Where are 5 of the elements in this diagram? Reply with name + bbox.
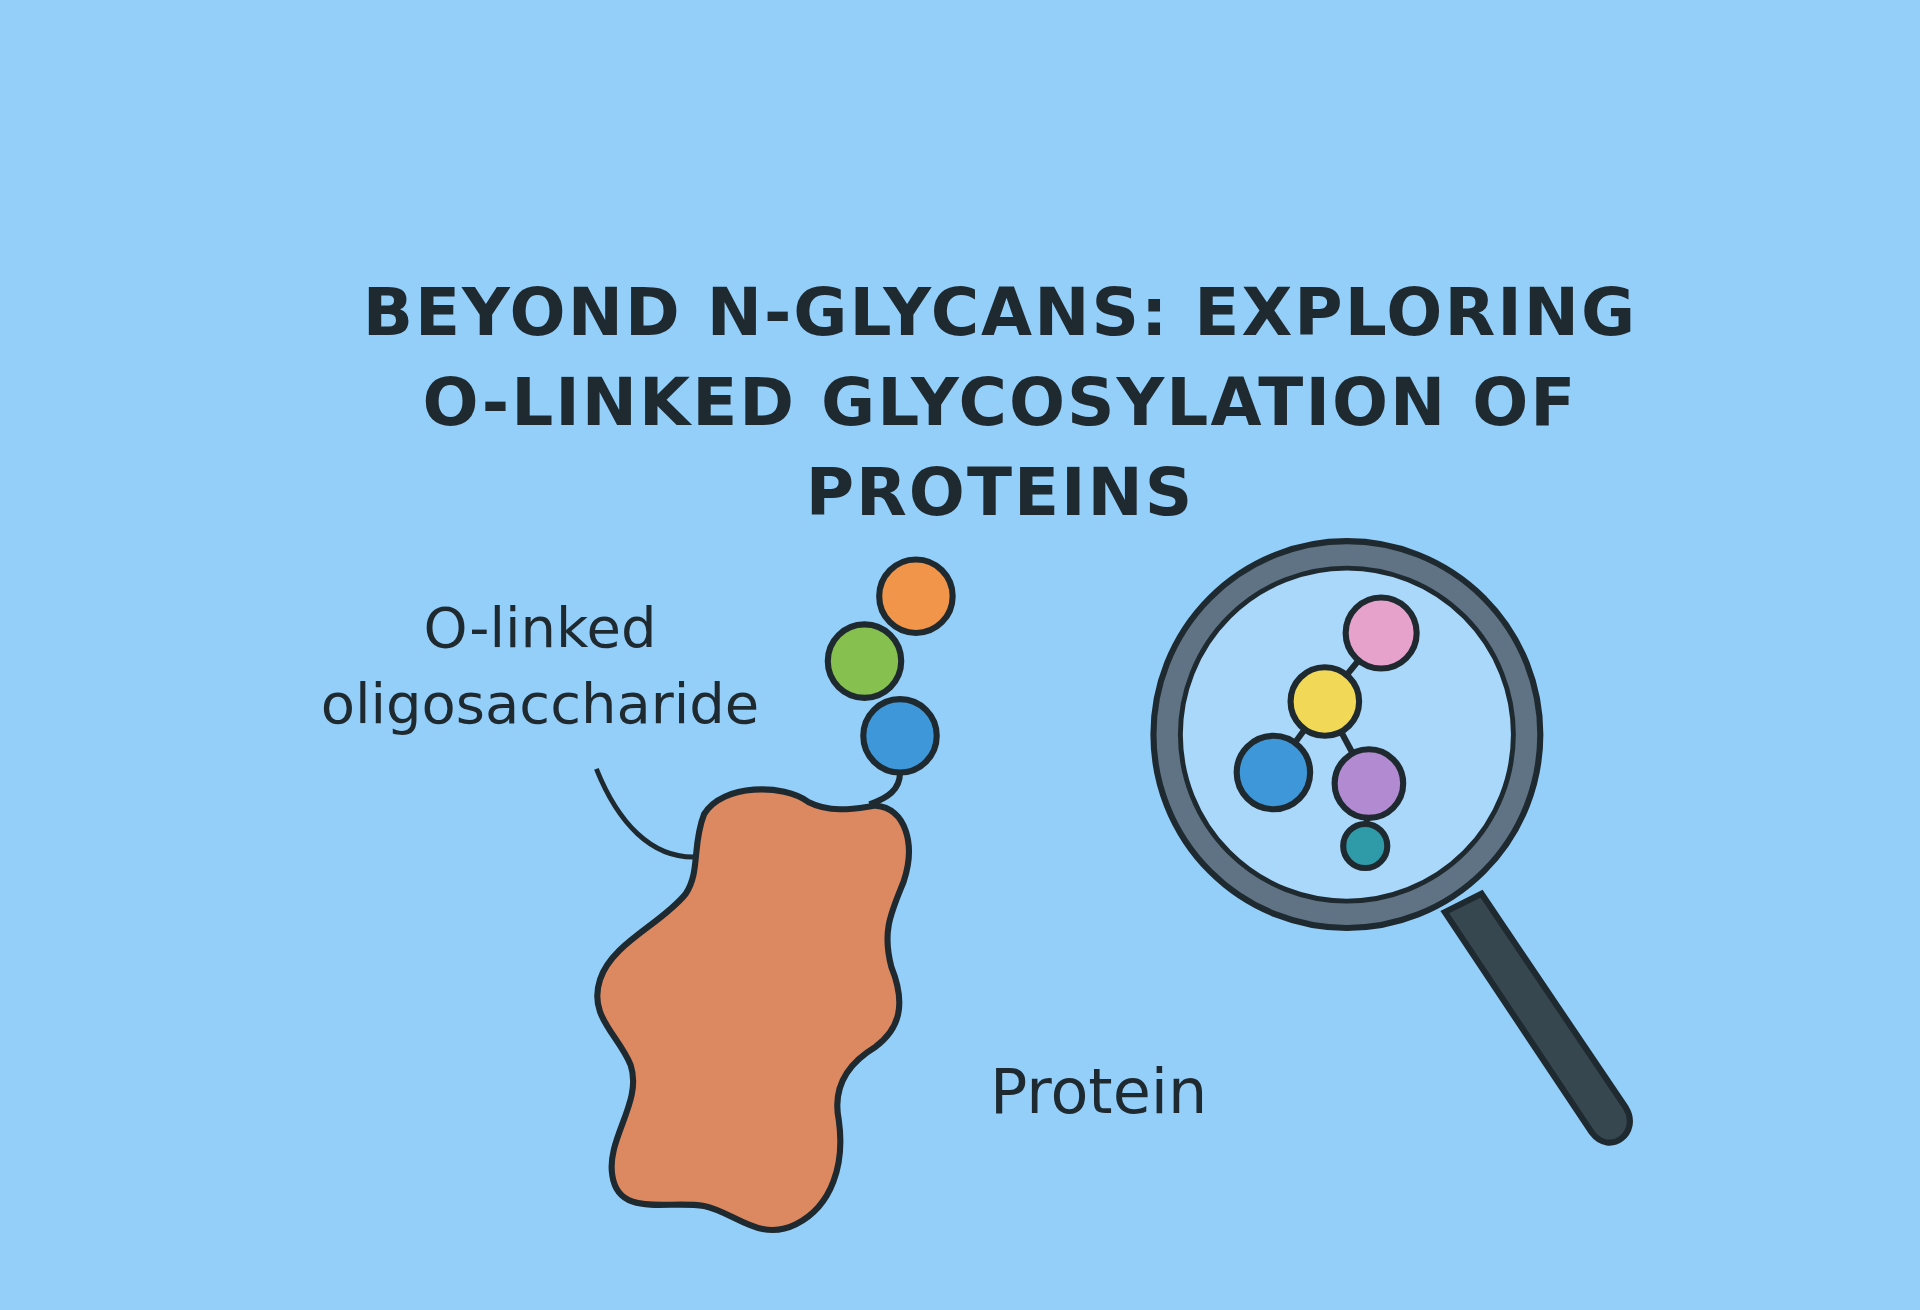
leader-line bbox=[594, 767, 694, 860]
title: BEYOND N-GLYCANS: EXPLORING O-LINKED GLYCOSYLATION OF PROTEINS bbox=[361, 273, 1639, 533]
protein-blob bbox=[594, 786, 912, 1234]
callout-label: O-linked oligosaccharide bbox=[230, 590, 850, 742]
part-label: Protein bbox=[990, 1055, 1208, 1128]
